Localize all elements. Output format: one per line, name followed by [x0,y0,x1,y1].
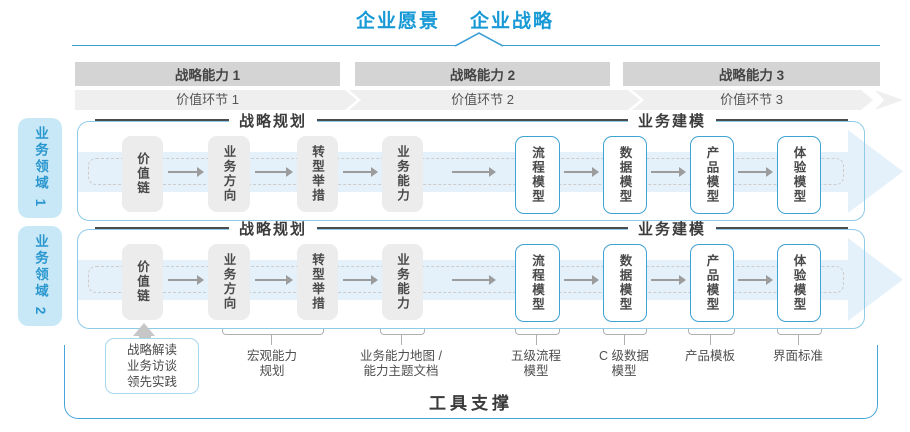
row1-flow-arrowhead [848,130,903,213]
row1-arrow-5 [564,167,599,177]
row1-box-data-model: 数据模型 [603,136,647,214]
annotation-data-model: C 级数据 模型 [598,349,649,378]
bracket-stem-capability-map [401,334,402,345]
bracket-data-model [603,328,647,335]
bracket-stem-product-template [710,334,711,345]
bracket-stem-ui-standard [798,334,799,345]
value-link-label-3: 价值环节 3 [720,92,783,107]
row1-box-value-chain: 价值链 [122,136,163,212]
caret-up-icon [455,32,503,47]
value-band-segment-3 [632,90,873,110]
value-band-segment-2 [349,90,640,110]
row2-box-value-chain: 价值链 [122,244,163,320]
row2-arrow-2 [255,275,293,285]
row2-dashed-pipeline [88,266,844,293]
row2-arrow-6 [651,275,686,285]
bracket-product-template [688,328,735,335]
capability-bar-2: 战略能力 2 [355,62,610,86]
row1-header-line [95,119,848,121]
tool-support-label: 工具支撑 [429,394,513,413]
row2-box-transformation-initiatives: 转型举措 [297,244,338,320]
row1-arrow-3 [343,167,378,177]
row1-arrow-4 [452,167,496,177]
bracket-stem-macro-capability [271,334,272,345]
annotation-macro-capability: 宏观能力 规划 [246,349,297,378]
row2-modeling-header: 业务建模 [602,221,742,238]
row2-flow-arrowhead [848,238,903,321]
bracket-ui-standard [777,328,822,335]
inputs-annotation-box: 战略解读 业务访谈 领先实践 [105,338,199,394]
annotation-process-model: 五级流程 模型 [510,349,561,378]
input-line-2: 业务访谈 [126,359,177,373]
row2-box-business-direction: 业务方向 [208,244,250,320]
row2-box-process-model: 流程模型 [515,244,560,322]
row1-arrow-1 [168,167,204,177]
domain-label-1: 业务领域 1 [18,118,62,218]
row2-planning-header: 战略规划 [213,221,333,238]
bracket-process-model [515,328,560,335]
row1-box-process-model: 流程模型 [515,136,560,214]
row2-box-business-capability: 业务能力 [382,244,423,320]
top-line-left [72,45,455,46]
tool-support-container: 工具支撑 [64,345,878,419]
top-line-right [503,45,880,46]
annotation-ui-standard: 界面标准 [772,349,823,363]
row2-arrow-7 [738,275,773,285]
row1-box-experience-model: 体验模型 [777,136,821,214]
up-arrow-icon [133,323,155,336]
row1-arrow-2 [255,167,293,177]
top-titles: 企业愿景 企业战略 [0,6,910,33]
domain-label-2: 业务领域 2 [18,226,62,326]
value-link-label-2: 价值环节 2 [451,92,514,107]
capability-bar-1: 战略能力 1 [75,62,340,86]
bracket-macro-capability [222,328,324,335]
value-link-label-1: 价值环节 1 [176,92,239,107]
row1-box-business-direction: 业务方向 [208,136,250,212]
row2-arrow-5 [564,275,599,285]
annotation-product-template: 产品模板 [684,349,735,363]
row2-box-product-model: 产品模型 [690,244,734,322]
row1-planning-header: 战略规划 [213,113,333,130]
row2-arrow-3 [343,275,378,285]
bracket-capability-map [380,328,425,335]
row2-arrow-1 [168,275,204,285]
row1-arrow-7 [738,167,773,177]
row1-box-product-model: 产品模型 [690,136,734,214]
row1-arrow-6 [651,167,686,177]
value-band-segment-1 [75,90,357,110]
row1-modeling-header: 业务建模 [602,113,742,130]
bracket-stem-process-model [536,334,537,345]
vision-title: 企业愿景 [355,11,440,32]
row2-header-line [95,227,848,229]
strategy-title: 企业战略 [470,11,555,32]
row2-box-experience-model: 体验模型 [777,244,821,322]
row1-box-business-capability: 业务能力 [382,136,423,212]
row2-arrow-4 [452,275,496,285]
row1-dashed-pipeline [88,158,844,185]
row2-box-data-model: 数据模型 [603,244,647,322]
bracket-stem-data-model [624,334,625,345]
annotation-capability-map: 业务能力地图 / 能力主题文档 [360,349,442,378]
row1-box-transformation-initiatives: 转型举措 [297,136,338,212]
input-line-1: 战略解读 [126,343,177,357]
input-line-3: 领先实践 [126,375,177,389]
capability-bar-3: 战略能力 3 [623,62,880,86]
